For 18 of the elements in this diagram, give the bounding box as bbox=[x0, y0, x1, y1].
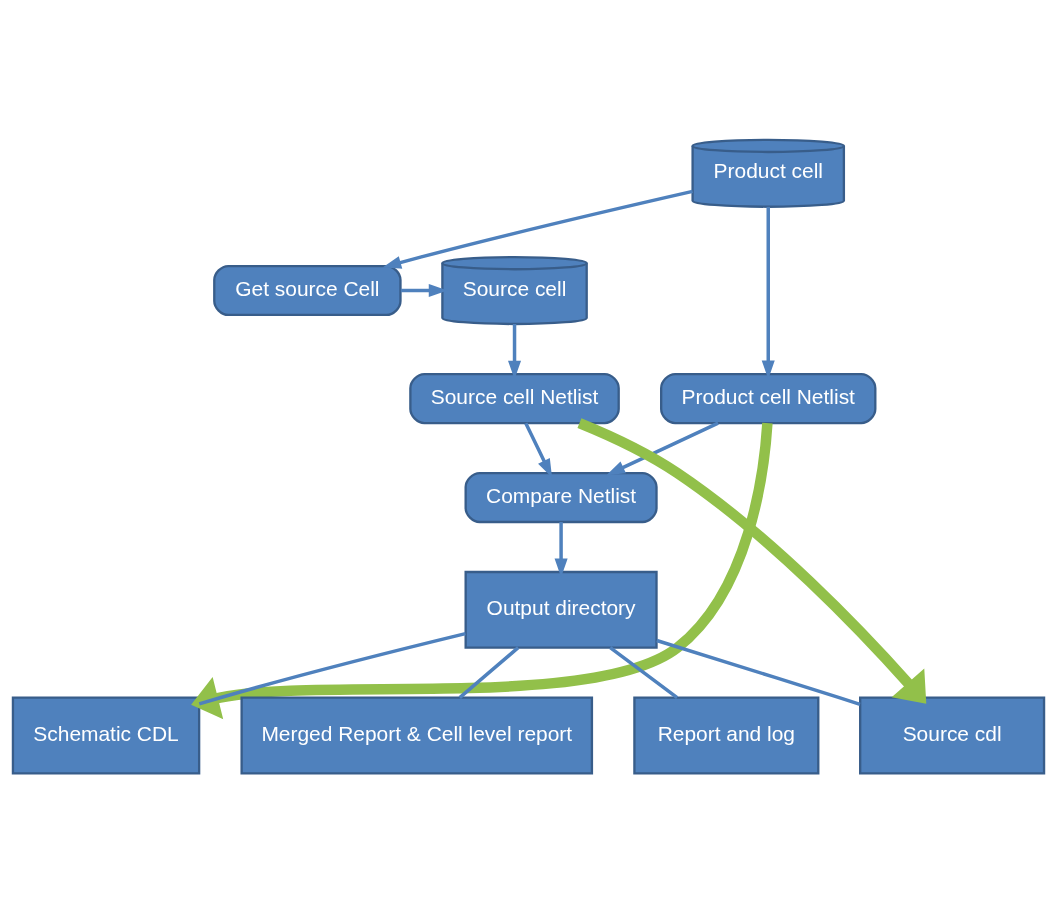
node-box: Merged Report & Cell level report bbox=[240, 696, 594, 775]
node-box: Source cdl bbox=[859, 696, 1046, 775]
arrow bbox=[577, 418, 927, 704]
connector bbox=[198, 631, 466, 706]
node-box: Schematic CDL bbox=[11, 696, 201, 775]
arrow bbox=[606, 421, 719, 476]
node-box: Source cell Netlist bbox=[409, 373, 620, 425]
connector bbox=[656, 638, 861, 706]
node-box: Report and log bbox=[633, 696, 820, 775]
connector bbox=[609, 646, 679, 699]
arrow bbox=[524, 422, 553, 478]
arrow bbox=[191, 422, 773, 720]
node-box: Product cell Netlist bbox=[660, 373, 877, 425]
connector bbox=[458, 646, 520, 699]
arrow bbox=[382, 189, 693, 269]
node-box: Compare Netlist bbox=[464, 471, 658, 524]
node-box: Get source Cell bbox=[213, 264, 402, 317]
node-box: Output directory bbox=[464, 570, 658, 649]
